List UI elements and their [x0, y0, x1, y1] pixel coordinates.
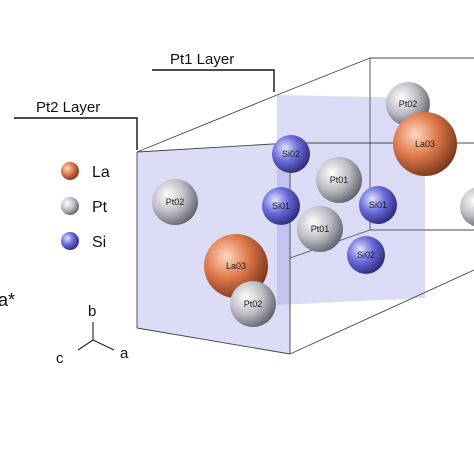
legend: La Pt Si — [61, 162, 110, 251]
atom-pt02-bottom: Pt02 — [230, 281, 276, 327]
svg-text:Pt: Pt — [92, 199, 108, 216]
atom-pt01-lower: Pt01 — [297, 206, 343, 252]
legend-item-si: Si — [61, 232, 106, 251]
svg-text:Si: Si — [92, 234, 106, 251]
layer-leader-lines — [14, 69, 275, 150]
svg-text:La03: La03 — [226, 261, 246, 271]
svg-text:Pt02: Pt02 — [166, 197, 185, 207]
atom-si02-lower: Si02 — [347, 236, 385, 274]
axes-triad — [77, 322, 115, 351]
svg-text:Pt01: Pt01 — [330, 175, 349, 185]
pt1-layer-label: Pt1 Layer — [170, 51, 234, 68]
pt1-layer-plane — [277, 95, 425, 305]
legend-item-pt: Pt — [61, 197, 108, 216]
atom-pt01-upper: Pt01 — [316, 157, 362, 203]
svg-text:La: La — [92, 164, 110, 181]
atom-si01-right: Si01 — [359, 186, 397, 224]
svg-text:Pt02: Pt02 — [399, 99, 418, 109]
unit-cell-front-edges — [136, 94, 474, 355]
svg-text:Si02: Si02 — [282, 149, 300, 159]
svg-text:Pt02: Pt02 — [244, 299, 263, 309]
axis-b-label: b — [88, 303, 96, 320]
svg-text:Si01: Si01 — [272, 201, 290, 211]
svg-text:La03: La03 — [415, 139, 435, 149]
atom-la03-back: La03 — [393, 112, 457, 176]
axis-c-label: c — [56, 350, 64, 367]
svg-text:Si01: Si01 — [369, 200, 387, 210]
axis-a-label: a — [120, 345, 129, 362]
legend-item-la: La — [61, 162, 110, 181]
svg-text:Si02: Si02 — [357, 250, 375, 260]
atom-pt02-front: Pt02 — [152, 179, 198, 225]
a-star-label: a* — [0, 290, 15, 310]
svg-text:Pt01: Pt01 — [311, 224, 330, 234]
atom-si02-top: Si02 — [272, 135, 310, 173]
atom-pt-edge-right — [460, 187, 474, 227]
atom-si01-left: Si01 — [262, 187, 300, 225]
pt2-layer-label: Pt2 Layer — [36, 99, 100, 116]
